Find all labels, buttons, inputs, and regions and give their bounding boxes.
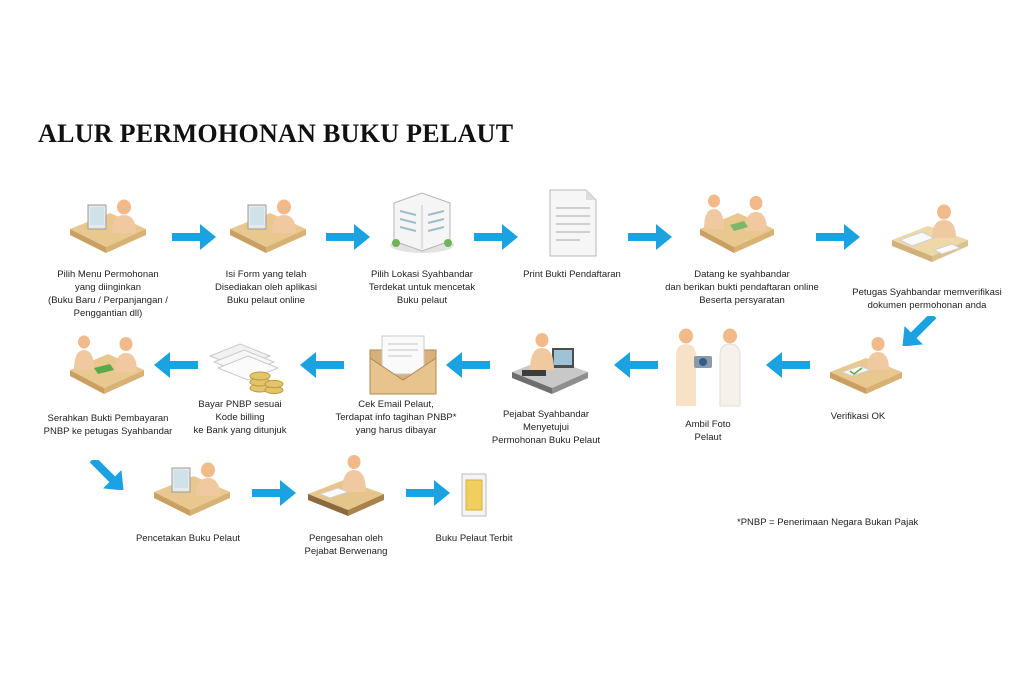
office-building-icon xyxy=(380,183,464,257)
step-label: Buku Pelaut Terbit xyxy=(435,533,513,544)
two-people-at-desk-icon xyxy=(694,185,778,259)
arrow-left xyxy=(300,352,344,378)
arrow-right xyxy=(326,224,370,250)
person-at-computer-icon xyxy=(66,185,150,259)
bills-and-coins-icon xyxy=(204,326,288,400)
arrow-right xyxy=(406,480,450,506)
arrow-down-left xyxy=(896,316,940,346)
photo-camera-people-icon xyxy=(666,326,750,408)
arrow-right xyxy=(252,480,296,506)
person-at-computer-icon xyxy=(226,185,310,259)
step-label: Print Bukti Pendaftaran xyxy=(523,269,621,280)
step-label: Pencetakan Buku Pelaut xyxy=(135,533,241,544)
arrow-right xyxy=(628,224,672,250)
official-at-workstation-icon xyxy=(508,326,592,400)
arrow-down-right xyxy=(86,460,130,490)
document-icon xyxy=(530,186,614,260)
step-label: Cek Email Pelaut,Terdapat info tagihan P… xyxy=(335,399,457,436)
step-label: Verifikasi OK xyxy=(830,411,886,422)
arrow-left xyxy=(766,352,810,378)
handover-at-desk-icon xyxy=(64,326,148,400)
arrow-left xyxy=(154,352,198,378)
arrow-left xyxy=(446,352,490,378)
officer-checking-documents-icon xyxy=(888,200,972,274)
email-envelope-icon xyxy=(362,330,446,404)
seaman-book-icon xyxy=(452,470,496,520)
arrow-right xyxy=(816,224,860,250)
footnote: *PNBP = Penerimaan Negara Bukan Pajak xyxy=(737,517,919,528)
person-at-computer-icon xyxy=(150,448,234,522)
page-title: ALUR PERMOHONAN BUKU PELAUT xyxy=(38,119,514,148)
official-signing-icon xyxy=(304,448,388,522)
arrow-right xyxy=(474,224,518,250)
officer-desk-check-icon xyxy=(824,330,908,404)
arrow-right xyxy=(172,224,216,250)
arrow-left xyxy=(614,352,658,378)
